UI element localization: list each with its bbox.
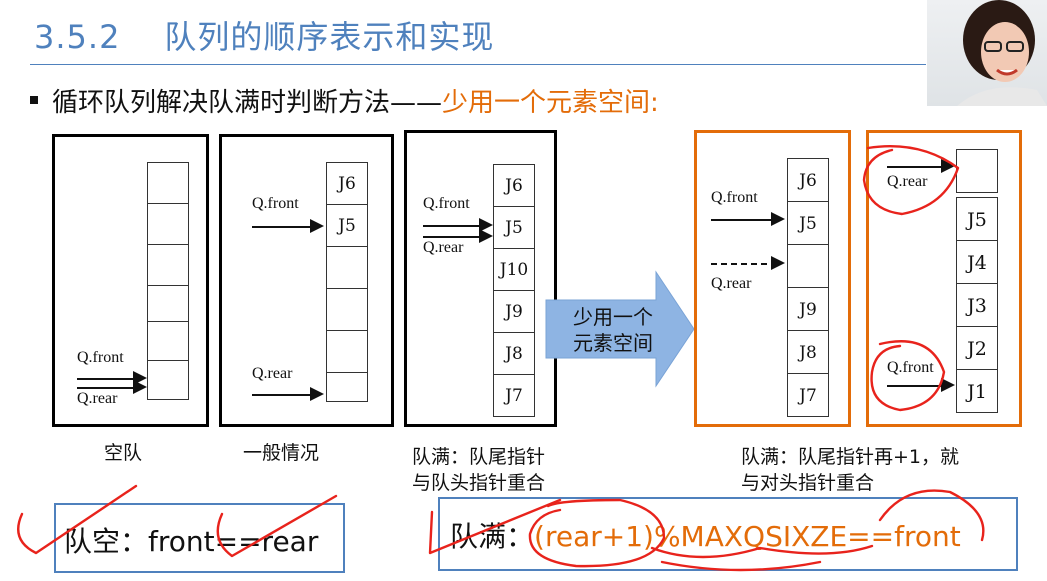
full-condition-expr-b: %MAXQSIXZE==front	[653, 520, 961, 553]
rear-arrowhead-icon	[771, 256, 785, 270]
caption-full-2: 队满：队尾指针再+1，就 与对头指针重合	[741, 444, 959, 496]
queue-cell: J6	[787, 158, 829, 202]
queue-cell	[326, 372, 368, 402]
queue-cell: J3	[956, 283, 998, 327]
rear-arrowhead-icon	[479, 229, 493, 243]
queue-cell: J6	[326, 162, 368, 205]
front-pointer-label: Q.front	[887, 359, 934, 376]
caption-full-1-line2: 与队头指针重合	[412, 472, 546, 494]
rear-pointer-arrow	[77, 387, 137, 389]
rear-pointer-label: Q.rear	[423, 239, 464, 256]
front-pointer-label: Q.front	[252, 195, 299, 212]
bullet-main-text: 循环队列解决队满时判断方法——	[52, 88, 443, 118]
queue-cell	[147, 321, 189, 361]
queue-cell: J10	[493, 248, 535, 291]
queue-cell: J6	[493, 164, 535, 207]
bullet-square-icon	[30, 95, 38, 104]
panel-general-case: J6 J5 Q.front Q.rear	[219, 134, 394, 427]
front-pointer-arrow	[423, 225, 481, 227]
queue-cell: J5	[956, 197, 998, 241]
queue-cell	[147, 162, 189, 204]
rear-arrowhead-icon	[310, 387, 324, 401]
queue-cell	[147, 360, 189, 400]
queue-cell	[326, 246, 368, 289]
rear-pointer-arrow	[887, 166, 945, 168]
rear-arrowhead-icon	[941, 159, 955, 173]
queue-cell: J9	[787, 287, 829, 331]
queue-cell	[147, 244, 189, 286]
queue-cell: J5	[787, 201, 829, 245]
front-arrowhead-icon	[310, 219, 324, 233]
caption-general: 一般情况	[243, 442, 320, 464]
rear-pointer-label: Q.rear	[887, 173, 928, 190]
front-arrowhead-icon	[771, 212, 785, 226]
queue-cell: J4	[956, 240, 998, 284]
front-pointer-arrow	[887, 385, 945, 387]
transition-label-line1: 少用一个	[573, 305, 653, 329]
queue-cell: J1	[956, 369, 998, 413]
front-pointer-label: Q.front	[77, 349, 124, 366]
queue-cell: J8	[787, 330, 829, 374]
title-divider	[30, 64, 926, 65]
empty-condition-label: 队空：	[64, 525, 149, 558]
rear-pointer-arrow	[252, 394, 316, 396]
caption-empty: 空队	[104, 442, 143, 464]
transition-arrow-label: 少用一个 元素空间	[558, 304, 668, 356]
full-condition-label: 队满：	[450, 520, 535, 553]
bullet-heading: 循环队列解决队满时判断方法——少用一个元素空间:	[30, 82, 659, 119]
queue-cell: J2	[956, 326, 998, 370]
caption-full-1: 队满：队尾指针 与队头指针重合	[412, 444, 545, 496]
page-title: 3.5.2 队列的顺序表示和实现	[34, 12, 494, 58]
rear-pointer-label: Q.rear	[711, 275, 752, 292]
caption-full-2-line1: 队满：队尾指针再+1，就	[741, 446, 960, 468]
empty-condition: 队空：front==rear	[64, 520, 318, 560]
empty-condition-expr: front==rear	[148, 525, 319, 558]
caption-full-2-line2: 与对头指针重合	[741, 472, 875, 494]
queue-cell: J5	[493, 206, 535, 249]
front-pointer-arrow	[77, 378, 137, 380]
queue-cell	[147, 203, 189, 245]
rear-pointer-arrow	[423, 236, 481, 238]
rear-pointer-arrow	[711, 263, 775, 265]
rear-arrowhead-icon	[133, 380, 147, 394]
panel-empty-queue: Q.front Q.rear	[52, 134, 209, 427]
section-title: 队列的顺序表示和实现	[164, 18, 495, 56]
queue-cell: J7	[787, 373, 829, 417]
presenter-webcam	[927, 0, 1047, 106]
front-pointer-label: Q.front	[711, 189, 758, 206]
section-number: 3.5.2	[34, 18, 121, 56]
front-arrowhead-icon	[479, 218, 493, 232]
caption-full-1-line1: 队满：队尾指针	[412, 446, 546, 468]
queue-cell: J8	[493, 332, 535, 375]
presenter-avatar-icon	[957, 0, 1047, 106]
queue-cell	[956, 149, 998, 193]
panel-full-queue: J6 J5 J10 J9 J8 J7 Q.front Q.rear	[404, 130, 557, 427]
queue-cell: J7	[493, 374, 535, 417]
full-condition-expr-a: (rear+1)	[534, 520, 654, 553]
queue-cell: J5	[326, 204, 368, 247]
front-pointer-arrow	[711, 219, 775, 221]
transition-arrow-icon	[545, 270, 695, 388]
full-condition: 队满：(rear+1)%MAXQSIXZE==front	[450, 515, 961, 555]
panel-full-wrapped: J5 J4 J3 J2 J1 Q.rear Q.front	[866, 130, 1022, 427]
transition-label-line2: 元素空间	[573, 331, 653, 355]
front-pointer-arrow	[252, 226, 316, 228]
queue-cell	[787, 244, 829, 288]
rear-pointer-label: Q.rear	[252, 365, 293, 382]
queue-cell	[326, 288, 368, 331]
queue-cell: J9	[493, 290, 535, 333]
rear-pointer-label: Q.rear	[77, 390, 118, 407]
queue-cell	[326, 330, 368, 373]
front-arrowhead-icon	[941, 378, 955, 392]
bullet-accent-text: 少用一个元素空间:	[442, 88, 659, 118]
front-pointer-label: Q.front	[423, 195, 470, 212]
panel-full-reserved: J6 J5 J9 J8 J7 Q.front Q.rear	[694, 130, 851, 427]
